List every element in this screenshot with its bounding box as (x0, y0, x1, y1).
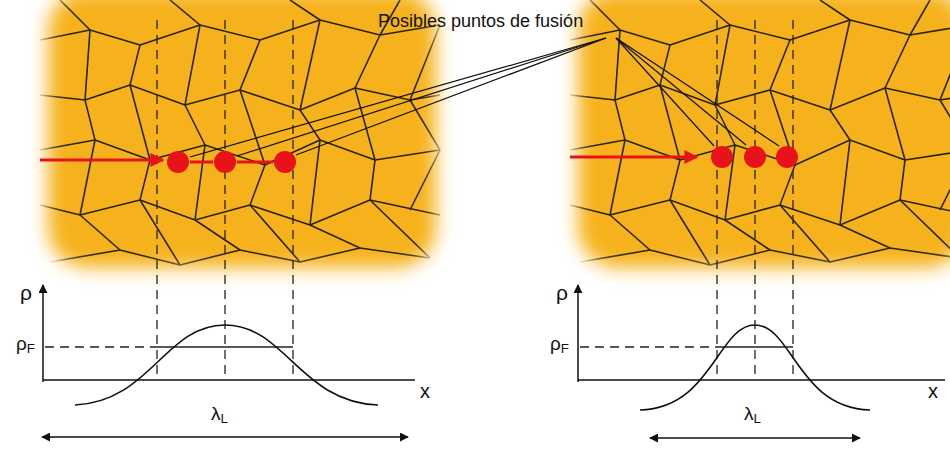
level-label: ρF (550, 334, 569, 357)
axis-label: ρ (556, 281, 568, 304)
width-label: λL (211, 404, 228, 427)
axis-label: x (420, 380, 430, 402)
grain-texture (40, 0, 440, 268)
level-line (157, 346, 793, 347)
width-label: λL (744, 404, 761, 427)
axis-label: ρ (20, 281, 32, 304)
density-curve (75, 325, 870, 410)
level-label: ρF (16, 334, 35, 357)
axis-label: x (928, 380, 938, 402)
melting-path (40, 146, 798, 173)
width-arrow (42, 437, 860, 438)
guide-lines (45, 20, 793, 378)
callout-title: Posibles puntos de fusión (378, 12, 583, 32)
leader-lines (190, 38, 779, 157)
grain-texture (570, 0, 950, 268)
axes (43, 285, 945, 382)
